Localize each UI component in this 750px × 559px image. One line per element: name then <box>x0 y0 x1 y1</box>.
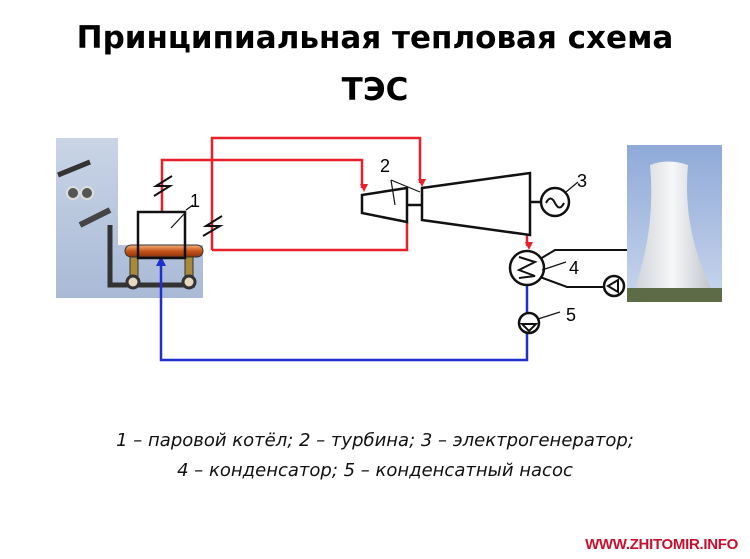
label-turbine: 2 <box>380 156 390 176</box>
break-mark-icon <box>202 215 224 237</box>
legend-line-2: 4 – конденсатор; 5 – конденсатный насос <box>177 460 573 481</box>
condensate-return-line <box>156 256 529 362</box>
break-mark-icon <box>152 175 174 197</box>
turbine <box>360 171 541 237</box>
cooling-water-pump <box>602 274 626 298</box>
label-boiler: 1 <box>190 191 200 211</box>
leader-line <box>390 179 421 206</box>
condensate-pump <box>517 311 561 335</box>
boiler <box>136 210 187 260</box>
label-pump: 5 <box>566 305 576 325</box>
watermark: WWW.ZHITOMIR.INFO <box>585 536 738 553</box>
page-title-line2: ТЭС <box>341 72 409 108</box>
page-title: Принципиальная тепловая схема <box>76 20 674 56</box>
cooling-tower-illustration <box>627 145 722 302</box>
label-condenser: 4 <box>569 258 579 278</box>
legend-line-1: 1 – паровой котёл; 2 – турбина; 3 – элек… <box>116 430 634 451</box>
label-generator: 3 <box>577 171 587 191</box>
generator <box>539 181 579 218</box>
condenser <box>508 249 627 288</box>
leader-line <box>170 204 194 229</box>
